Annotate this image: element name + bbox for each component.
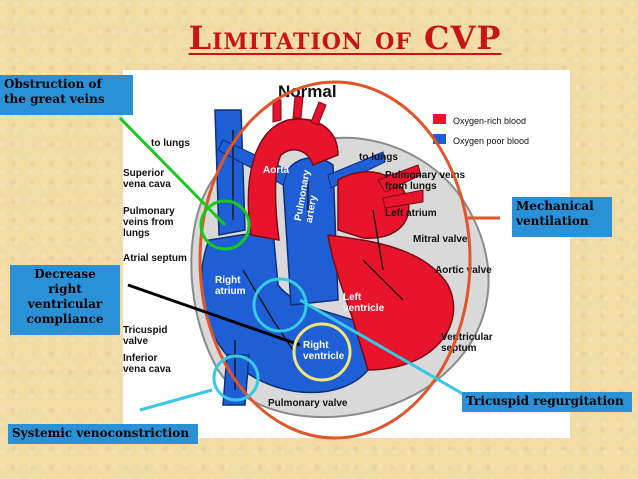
label-aortic-valve: Aortic valve xyxy=(435,265,492,276)
label-ventricular-septum: Ventricular septum xyxy=(441,332,493,354)
slide-title: Limitation of CVP xyxy=(188,19,502,57)
label-atrial-septum: Atrial septum xyxy=(123,253,187,264)
heart-diagram-figure: Normal Oxygen-rich blood Oxygen poor blo… xyxy=(123,70,570,438)
label-left-ventricle: Left ventricle xyxy=(343,292,385,314)
label-aorta: Aorta xyxy=(263,165,290,176)
label-left-atrium: Left atrium xyxy=(385,208,437,219)
label-to-lungs-left: to lungs xyxy=(151,138,190,149)
label-to-lungs-right: to lungs xyxy=(359,152,398,163)
label-right-atrium: Right atrium xyxy=(215,275,246,297)
label-right-ventricle: Right ventricle xyxy=(303,340,345,362)
label-superior-vena-cava: Superior vena cava xyxy=(123,168,171,190)
callout-obstruction: Obstruction of the great veins xyxy=(0,75,133,115)
callout-systemic-venoconstriction: Systemic venoconstriction xyxy=(8,424,198,444)
callout-tricuspid-regurgitation: Tricuspid regurgitation xyxy=(462,392,632,412)
label-inferior-vena-cava: Inferior vena cava xyxy=(123,353,171,375)
callout-mechanical-ventilation: Mechanical ventilation xyxy=(512,197,612,237)
label-mitral-valve: Mitral valve xyxy=(413,234,468,245)
label-pulmonary-veins-left: Pulmonary veins from lungs xyxy=(123,206,175,239)
figure-title: Normal xyxy=(278,82,337,101)
legend-swatch-red xyxy=(433,114,446,124)
legend-oxygen-poor: Oxygen poor blood xyxy=(453,136,530,146)
label-pulmonary-veins-right: Pulmonary veins from lungs xyxy=(385,170,466,192)
legend-oxygen-rich: Oxygen-rich blood xyxy=(453,116,527,126)
label-tricuspid-valve: Tricuspid valve xyxy=(123,325,168,347)
callout-decrease-rv-compliance: Decrease right ventricular compliance xyxy=(10,265,120,335)
label-pulmonary-valve: Pulmonary valve xyxy=(268,398,348,409)
legend-swatch-blue xyxy=(433,134,446,144)
inferior-vena-cava-shape xyxy=(222,354,250,406)
superior-vena-cava-shape xyxy=(214,109,246,236)
